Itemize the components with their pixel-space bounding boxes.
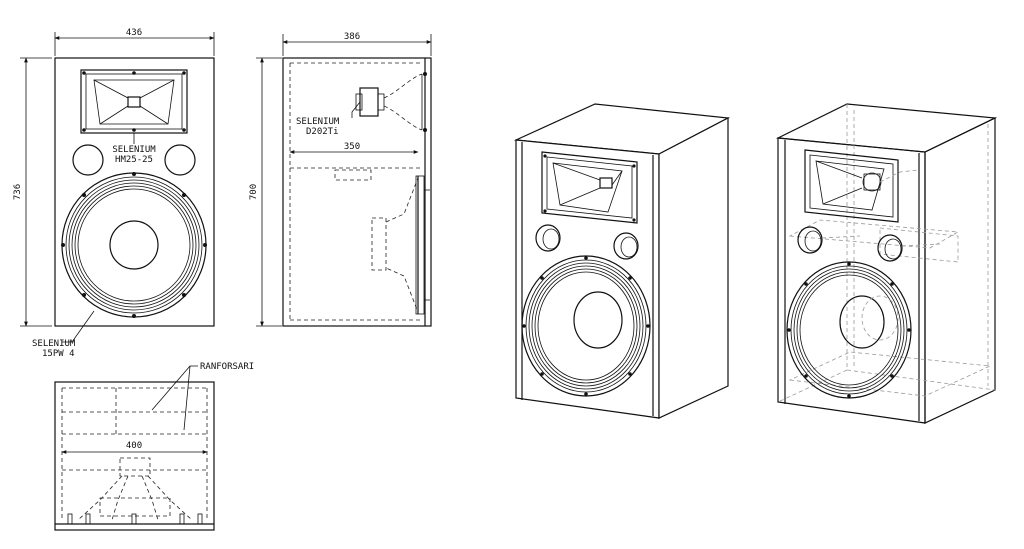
side-height-dimension: 700 [249,184,259,200]
xray-top-face [775,103,998,153]
side-view: 386 700 SELENIUM D202Ti 350 [249,32,432,327]
horn-top-profile [77,457,193,521]
woofer [61,172,207,318]
solid-ports [535,224,639,260]
xray-woofer [786,261,912,399]
driver-label-model: D202Ti [306,127,339,137]
xray-horn [804,149,919,223]
front-view: 436 736 SELENIUM HM25-25 [13,28,215,359]
xray-front-face [777,137,926,424]
brace-label: RANFORSARI [200,362,254,372]
horn-label-brand: SELENIUM [112,145,156,155]
front-cabinet-outline [54,57,215,327]
solid-side-face [658,117,729,419]
side-inner-dimension: 350 [344,142,360,152]
top-cabinet-outline [54,381,215,531]
side-cabinet-outline [282,57,432,327]
top-inner-dimension: 400 [126,441,142,451]
driver-label-brand: SELENIUM [296,117,340,127]
horn-tweeter [80,69,188,134]
solid-woofer [521,255,651,397]
front-height-dimension: 736 [13,184,23,200]
isometric-view-xray [775,103,998,424]
woofer-label-model: 15PW 4 [42,349,75,359]
side-depth-dimension: 386 [344,32,360,42]
bass-port-left [72,144,104,176]
isometric-view-solid [513,103,731,419]
solid-horn [541,151,638,224]
horn-label-model: HM25-25 [115,155,153,165]
woofer-label-brand: SELENIUM [32,339,76,349]
bass-port-right [164,144,196,176]
front-baffle-fasteners [67,513,203,525]
front-width-dimension: 436 [126,28,142,38]
woofer-side-profile [371,175,430,315]
compression-driver [355,72,427,132]
top-view: RANFORSARI 400 [54,362,254,531]
xray-ports [797,226,941,262]
xray-side-face [924,117,996,424]
